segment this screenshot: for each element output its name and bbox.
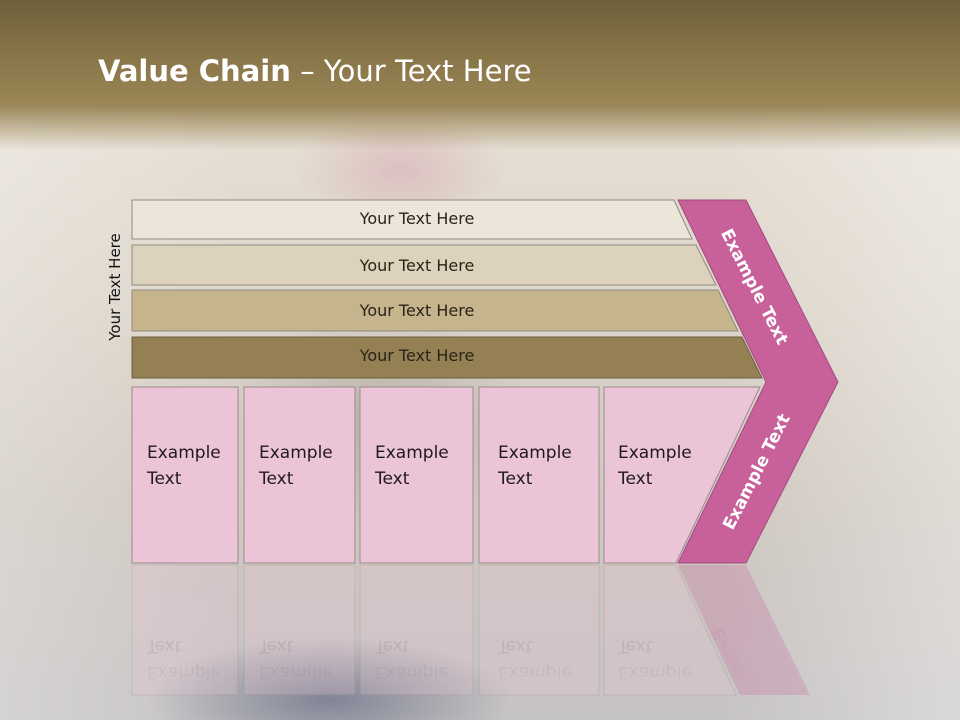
refl-box-3-line1: Example — [375, 662, 449, 682]
refl-box-3: Example Text — [375, 633, 465, 685]
refl-box-4-line1: Example — [498, 662, 572, 682]
bar-4 — [131, 336, 763, 379]
box-label-4-line1: Example — [498, 443, 572, 463]
box-3 — [359, 386, 474, 564]
title-rest: – Your Text Here — [290, 54, 532, 88]
refl-box-4-line2: Text — [498, 636, 533, 656]
refl-box-1-line1: Example — [147, 662, 221, 682]
box-2 — [243, 386, 356, 564]
refl-arrow-label: Example Text — [708, 623, 784, 720]
box-5 — [603, 386, 761, 564]
title-bold: Value Chain — [98, 54, 291, 88]
slide-title: Value Chain – Your Text Here — [98, 54, 532, 88]
bar-label-1: Your Text Here — [359, 209, 475, 228]
title-band — [0, 0, 960, 150]
box-label-5: Example Text — [618, 440, 708, 492]
box-label-2-line1: Example — [259, 443, 333, 463]
box-label-3: Example Text — [375, 440, 465, 492]
box-label-1-line2: Text — [147, 469, 182, 489]
chevron-arrow — [677, 199, 839, 564]
refl-box-5-line1: Example — [618, 662, 692, 682]
box-label-4-line2: Text — [498, 469, 533, 489]
refl-box-2-line2: Text — [259, 636, 294, 656]
box-label-1: Example Text — [147, 440, 237, 492]
box-label-4: Example Text — [498, 440, 588, 492]
refl-box-5-line2: Text — [618, 636, 653, 656]
refl-box-4: Example Text — [498, 633, 588, 685]
text-reflection: Example Text Example Text Example Text E… — [0, 563, 960, 720]
refl-box-3-line2: Text — [375, 636, 410, 656]
box-label-2: Example Text — [259, 440, 349, 492]
refl-box-1: Example Text — [147, 633, 237, 685]
bar-label-4: Your Text Here — [359, 346, 475, 365]
box-label-3-line2: Text — [375, 469, 410, 489]
refl-box-2-line1: Example — [259, 662, 333, 682]
box-4 — [478, 386, 600, 564]
refl-box-2: Example Text — [259, 633, 349, 685]
diagram-reflection — [131, 564, 810, 696]
box-label-3-line1: Example — [375, 443, 449, 463]
box-1 — [131, 386, 239, 564]
bar-3 — [131, 289, 739, 332]
bar-2 — [131, 244, 717, 286]
refl-box-5: Example Text — [618, 633, 708, 685]
bar-1 — [131, 199, 693, 240]
box-label-5-line2: Text — [618, 469, 653, 489]
box-label-2-line2: Text — [259, 469, 294, 489]
box-label-5-line1: Example — [618, 443, 692, 463]
refl-box-1-line2: Text — [147, 636, 182, 656]
bar-label-3: Your Text Here — [359, 301, 475, 320]
bar-label-2: Your Text Here — [359, 256, 475, 275]
box-label-1-line1: Example — [147, 443, 221, 463]
